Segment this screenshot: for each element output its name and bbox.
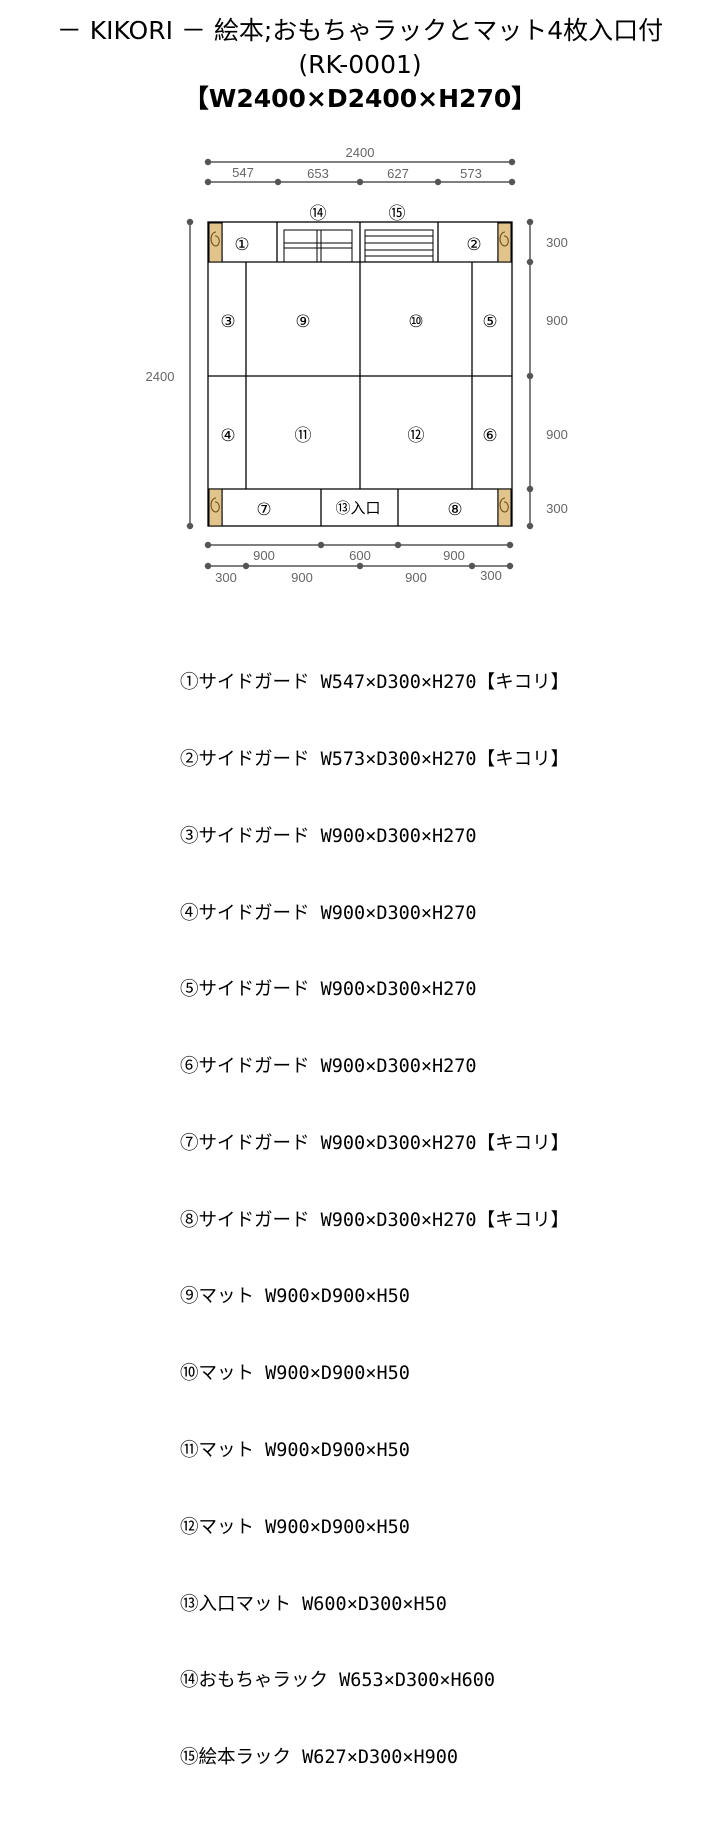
part-item: ④サイドガード W900×D300×H270: [180, 902, 477, 924]
title-line3: 【W2400×D2400×H270】: [183, 84, 537, 113]
part-item: ⑮絵本ラック W627×D300×H900: [180, 1747, 459, 1769]
layout-outline: [207, 221, 513, 527]
wood-post-icon: [497, 488, 512, 527]
part-item: ⑫マット W900×D900×H50: [180, 1516, 410, 1538]
toy-rack-shelves: [283, 229, 353, 263]
part-label-9: ⑨: [295, 312, 310, 332]
part-label-7: ⑦: [256, 500, 271, 520]
dim-top-total: 2400: [346, 145, 375, 160]
part-item: ②サイドガード W573×D300×H270【キコリ】: [180, 748, 570, 770]
wood-post-icon: [497, 222, 512, 263]
dim-left: 2400: [146, 369, 175, 384]
part-label-10: ⑩: [408, 312, 423, 332]
dim-top-4: 573: [460, 166, 482, 181]
part-item: ⑤サイドガード W900×D300×H270: [180, 979, 477, 1001]
dim-bottom1-3: 900: [443, 548, 465, 563]
title-line2: (RK-0001): [298, 50, 422, 79]
dim-bottom2-2: 900: [291, 570, 313, 585]
part-item: ⑪マット W900×D900×H50: [180, 1440, 410, 1461]
part-item: ⑦サイドガード W900×D300×H270【キコリ】: [180, 1132, 570, 1154]
dim-bottom1-2: 600: [349, 548, 371, 563]
dim-right-3: 900: [546, 427, 568, 442]
part-label-15: ⑮: [389, 204, 406, 224]
part-label-6: ⑥: [482, 426, 497, 446]
part-label-11: ⑪: [295, 426, 312, 446]
dim-top-2: 653: [307, 166, 329, 181]
dimension-lines: [186, 158, 534, 570]
part-label-3: ③: [220, 312, 235, 332]
part-item: ⑭おもちゃラック W653×D300×H600: [180, 1670, 496, 1692]
part-item: ⑧サイドガード W900×D300×H270【キコリ】: [180, 1209, 570, 1231]
diagram-page: － KIKORI － 絵本;おもちゃラックとマット4枚入口付 (RK-0001)…: [56, 16, 664, 1769]
dim-right-2: 900: [546, 313, 568, 328]
wood-post-icon: [208, 222, 223, 263]
part-label-2: ②: [466, 235, 481, 255]
part-item: ①サイドガード W547×D300×H270【キコリ】: [180, 672, 570, 694]
part-label-4: ④: [220, 426, 235, 446]
book-rack-shelves: [364, 229, 434, 263]
wood-post-icon: [208, 488, 223, 527]
part-label-5: ⑤: [482, 312, 497, 332]
floor-plan: 2400 547 653 627 573 2400 300 900 900 30…: [146, 145, 568, 585]
dim-bottom1-1: 900: [253, 548, 275, 563]
part-item: ⑩マット W900×D900×H50: [180, 1363, 410, 1385]
dim-bottom2-3: 900: [405, 570, 427, 585]
part-item: ⑬入口マット W600×D300×H50: [180, 1593, 447, 1615]
part-item: ⑥サイドガード W900×D300×H270: [180, 1056, 477, 1078]
part-label-8: ⑧: [447, 500, 462, 520]
dim-top-1: 547: [232, 165, 254, 180]
dim-bottom2-1: 300: [215, 570, 237, 585]
dim-top-3: 627: [387, 166, 409, 181]
part-label-12: ⑫: [408, 426, 425, 446]
part-item: ⑨マット W900×D900×H50: [180, 1286, 410, 1308]
part-label-1: ①: [234, 235, 249, 255]
dim-right-4: 300: [546, 501, 568, 516]
parts-list: ①サイドガード W547×D300×H270【キコリ】 ②サイドガード W573…: [180, 619, 569, 1822]
part-item: ③サイドガード W900×D300×H270: [180, 825, 477, 847]
wood-post-icons: [208, 222, 512, 527]
part-label-14: ⑭: [310, 204, 327, 224]
dim-right-1: 300: [546, 235, 568, 250]
dim-bottom2-4: 300: [480, 568, 502, 583]
part-label-13-entrance: ⑬入口: [335, 499, 380, 517]
title-line1: － KIKORI － 絵本;おもちゃラックとマット4枚入口付: [56, 16, 664, 45]
